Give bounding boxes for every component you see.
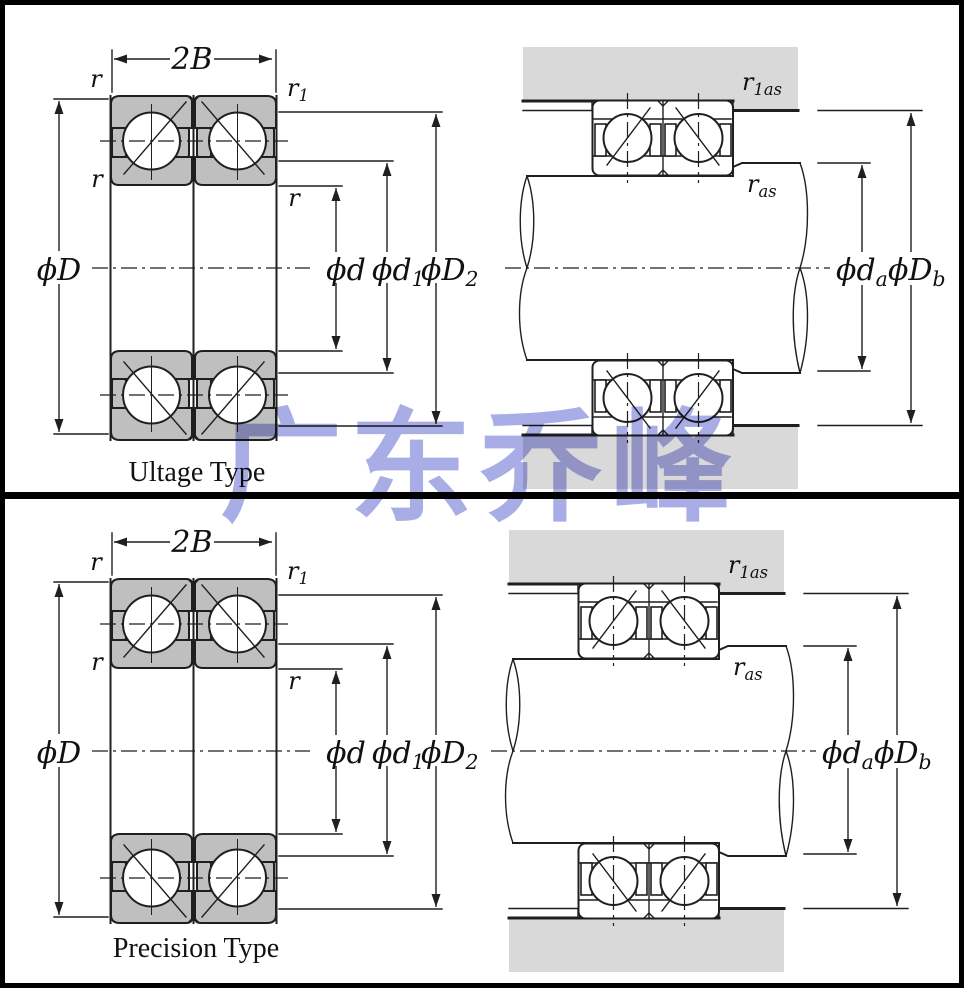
mount-view-bottom — [491, 530, 932, 972]
front-view-bottom — [35, 525, 479, 923]
front-view-top — [35, 42, 479, 440]
section-divider — [0, 492, 964, 499]
bottom-caption: Precision Type — [113, 933, 279, 964]
mount-view-top — [505, 47, 946, 489]
top-caption: Ultage Type — [129, 457, 266, 488]
